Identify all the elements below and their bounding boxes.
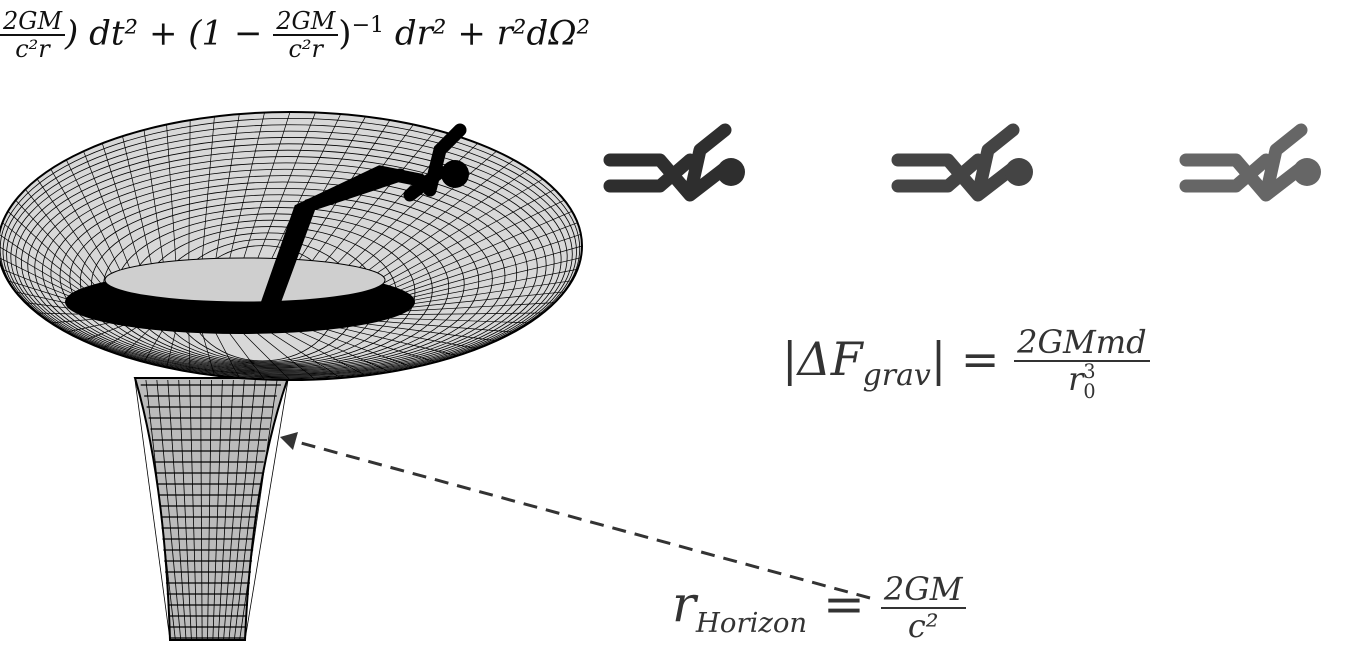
metric-term: ) dt² + (1 − xyxy=(65,13,274,54)
horizon-arrow xyxy=(289,438,871,600)
metric-term: dr² + r²dΩ² xyxy=(384,13,591,54)
metric-exponent: −1 xyxy=(351,12,385,39)
falling-person-icon-2 xyxy=(891,123,1033,202)
tidal-denominator: r xyxy=(1068,360,1084,399)
horizon-equals: = xyxy=(807,575,881,634)
falling-person-icon-3 xyxy=(1179,123,1321,202)
horizon-numerator: 2GM xyxy=(880,571,966,610)
tidal-den-sup: 3 xyxy=(1083,360,1096,384)
metric-paren: ) xyxy=(338,13,352,54)
fraction-numerator: 2GM xyxy=(273,8,339,37)
falling-person-icon-1 xyxy=(603,123,745,202)
fraction-numerator: 2GM xyxy=(0,8,66,37)
fraction-denominator: c²r xyxy=(288,35,324,64)
tidal-numerator: 2GMmd xyxy=(1014,324,1150,363)
tidal-lhs: |ΔF xyxy=(782,331,863,386)
arrow-head-icon xyxy=(280,432,298,450)
tidal-equals: | = xyxy=(930,331,1000,386)
tidal-subscript: grav xyxy=(862,358,931,394)
funnel-mesh xyxy=(0,111,583,641)
horizon-subscript: Horizon xyxy=(695,607,808,640)
stretched-person-icon xyxy=(258,123,469,317)
tidal-den-sub: 0 xyxy=(1083,379,1096,403)
fraction-denominator: c²r xyxy=(15,35,50,64)
horizon-lhs: r xyxy=(672,575,696,634)
horizon-denominator: c² xyxy=(907,607,939,646)
